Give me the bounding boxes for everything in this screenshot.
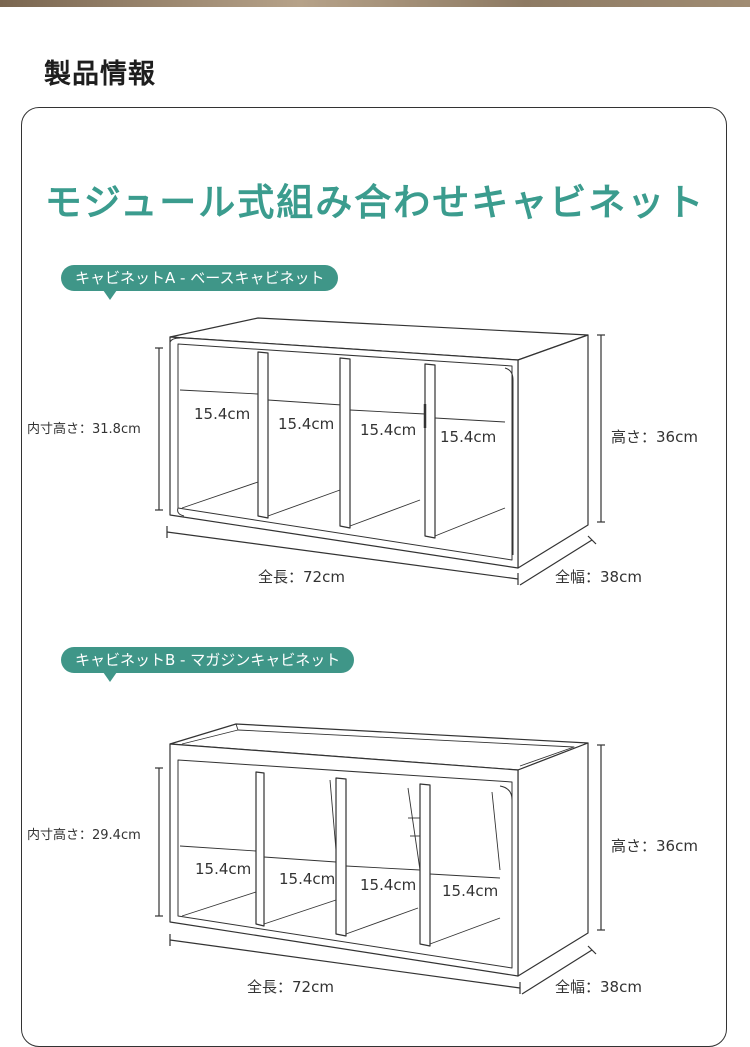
cabinet-a-width: 全幅：38cm [555,568,642,586]
cabinet-a-cell-1: 15.4cm [194,405,251,423]
cabinet-b-cell-4: 15.4cm [442,882,499,900]
cabinet-b-inner-height: 内寸高さ：29.4cm [27,828,141,843]
cabinet-b-height: 高さ：36cm [611,837,698,855]
page-title: 製品情報 [44,59,156,90]
product-headline: モジュール式組み合わせキャビネット [44,181,706,224]
cabinet-a-inner-height: 内寸高さ：31.8cm [27,422,141,437]
cabinet-b-label: キャビネットB - マガジンキャビネット [61,647,355,682]
cabinet-b-width: 全幅：38cm [555,978,642,996]
cabinet-a-cell-3: 15.4cm [360,421,417,439]
cabinet-b-cell-3: 15.4cm [360,876,417,894]
cabinet-a-cell-2: 15.4cm [278,415,335,433]
cabinet-a-cell-4: 15.4cm [440,428,497,446]
cabinet-a-height: 高さ：36cm [611,428,698,446]
cabinet-b-length: 全長：72cm [247,978,334,996]
top-decor-strip [0,0,750,7]
cabinet-b-cell-1: 15.4cm [195,860,252,878]
cabinet-a-length: 全長：72cm [258,568,345,586]
cabinet-a-label: キャビネットA - ベースキャビネット [61,265,339,300]
cabinet-b-cell-2: 15.4cm [279,870,336,888]
